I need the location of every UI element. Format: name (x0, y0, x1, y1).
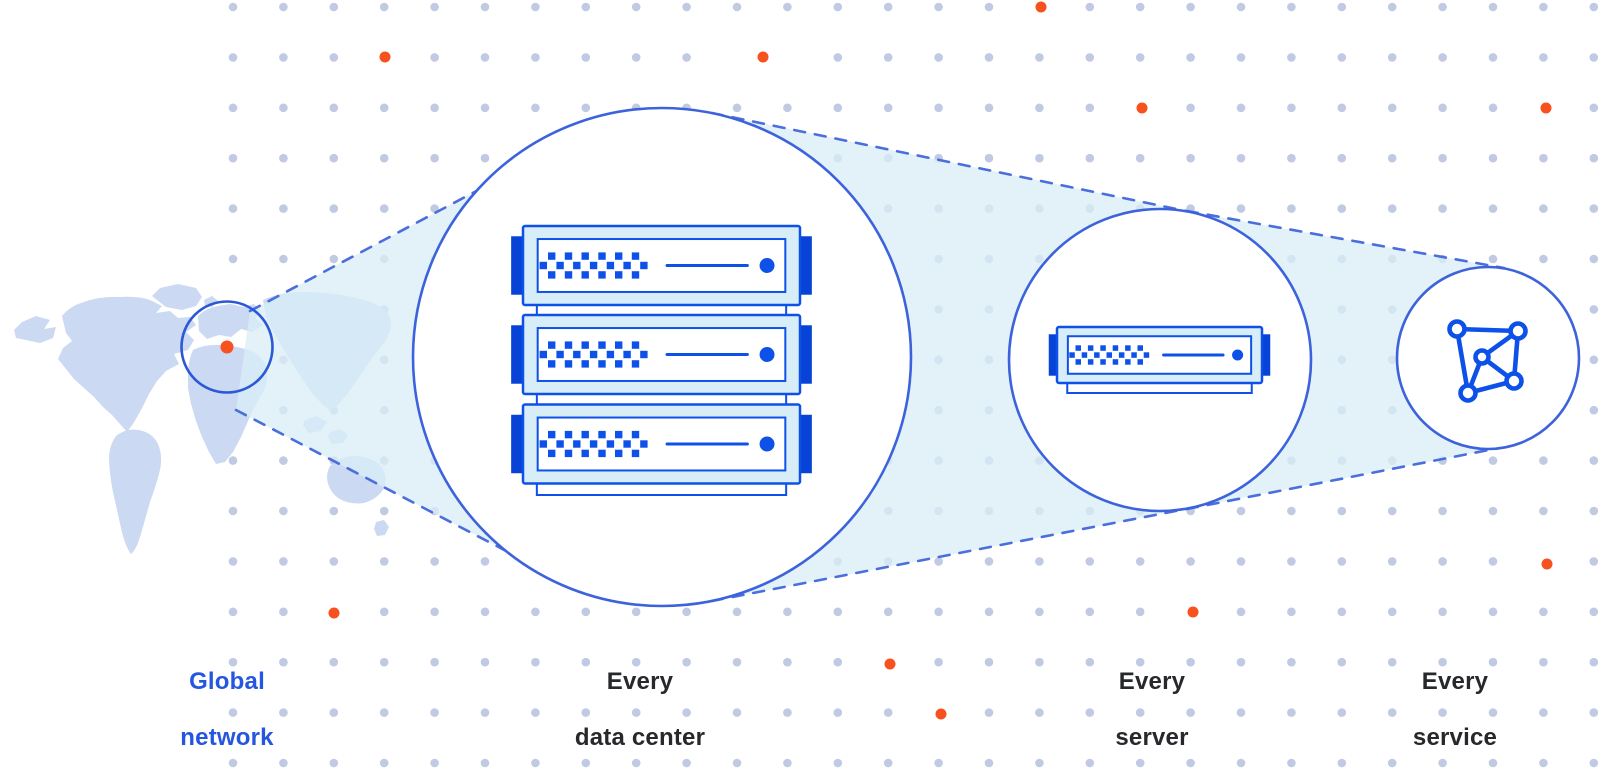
global-network-circle (180, 300, 274, 394)
stage-label-every-data-center: Every data center (470, 668, 810, 752)
orange-accent-dots (220, 1, 1553, 720)
orange-accent-dot (884, 658, 896, 670)
orange-accent-dot (379, 51, 391, 63)
orange-accent-dot (757, 51, 769, 63)
orange-accent-dot (1541, 558, 1553, 570)
stage-label-every-server: Every server (982, 668, 1322, 752)
stage-label-every-service: Every service (1285, 668, 1620, 752)
network-mesh-icon (1447, 319, 1528, 403)
label-line: Every (606, 668, 674, 695)
label-line: data center (574, 724, 706, 751)
orange-accent-dot (328, 607, 340, 619)
orange-accent-dot (1187, 606, 1199, 618)
orange-accent-dot (1540, 102, 1552, 114)
label-line: Every (1118, 668, 1186, 695)
location-marker-dot (220, 340, 234, 354)
server-unit-icon (1048, 325, 1271, 394)
orange-accent-dot (1035, 1, 1047, 13)
label-line: Global (189, 668, 265, 695)
server-rack-stack-icon (511, 224, 812, 496)
label-line: Every (1421, 668, 1489, 695)
stage-label-global-network: Global network (57, 668, 397, 752)
label-line: server (1115, 724, 1189, 751)
orange-accent-dot (935, 708, 947, 720)
label-line: network (180, 724, 274, 751)
label-line: service (1412, 724, 1498, 751)
orange-accent-dot (1136, 102, 1148, 114)
